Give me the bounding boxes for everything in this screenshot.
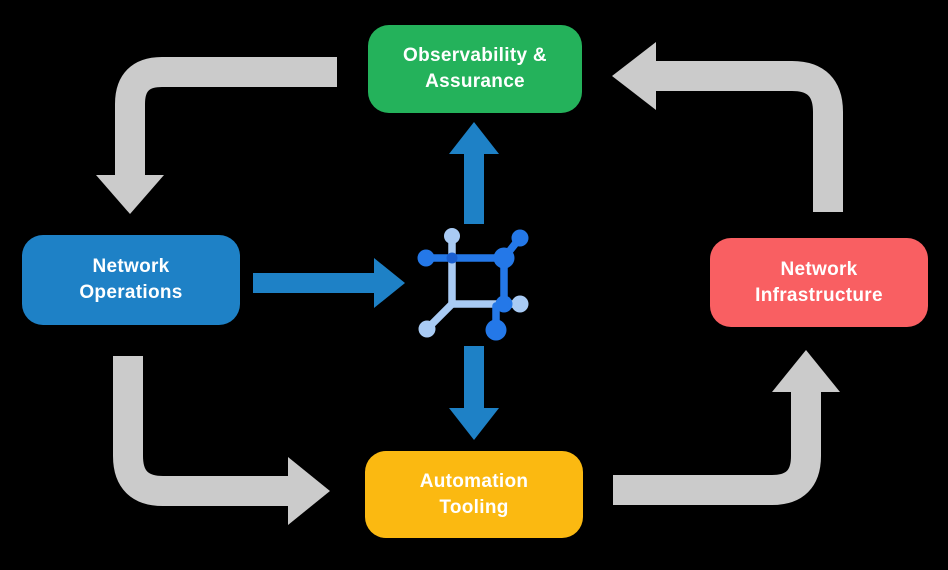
node-network-infrastructure: Network Infrastructure xyxy=(710,238,928,327)
inner-arrow-icon-to-observability xyxy=(449,122,499,224)
cycle-arrow-operations-to-automation xyxy=(113,356,330,525)
node-label-line: Observability & xyxy=(403,45,547,66)
inner-arrow-icon-to-automation xyxy=(449,346,499,440)
node-label-line: Operations xyxy=(79,282,183,303)
node-label-line: Network xyxy=(92,256,170,277)
cycle-arrow-observability-to-operations xyxy=(96,57,337,214)
node-observability-assurance: Observability & Assurance xyxy=(368,25,582,113)
cycle-arrow-infrastructure-to-observability xyxy=(612,42,843,212)
node-label-line: Network xyxy=(780,258,858,280)
network-automation-icon xyxy=(417,228,529,341)
node-label-line: Tooling xyxy=(439,496,509,518)
node-label-line: Assurance xyxy=(425,71,525,92)
cycle-arrow-automation-to-infrastructure xyxy=(613,350,840,505)
node-label-line: Automation xyxy=(419,470,529,492)
node-label-line: Infrastructure xyxy=(755,284,883,306)
node-automation-tooling: Automation Tooling xyxy=(365,451,583,538)
node-network-operations: Network Operations xyxy=(22,235,240,325)
inner-arrow-operations-to-icon xyxy=(253,258,405,308)
